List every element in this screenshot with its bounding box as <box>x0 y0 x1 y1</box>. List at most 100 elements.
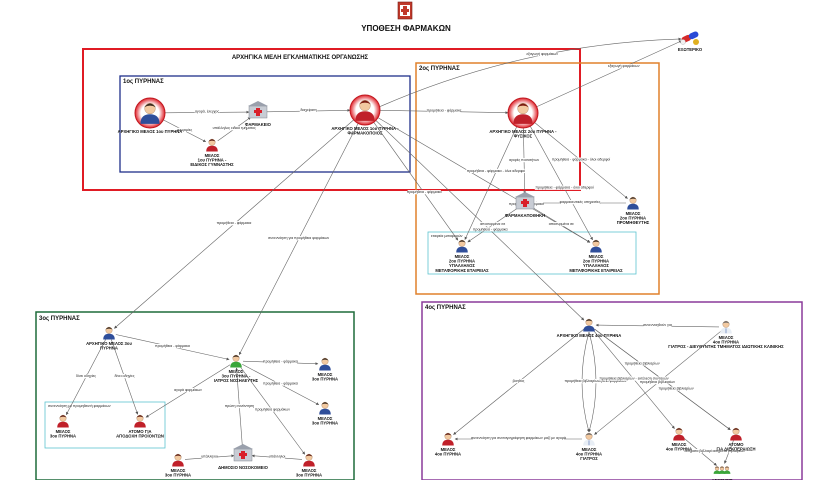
node-label: ΕΞΩΤΕΡΙΚΟ <box>678 47 703 52</box>
node-label: ΑΡΧΗΓΙΚΟ ΜΕΛΟΣ 1ου ΠΥΡΗΝΑ - <box>331 126 399 131</box>
edge-label-bg <box>551 157 611 162</box>
edge-label-e_c4_dr2b: προμήθεια βιβλιαρίων <box>564 379 599 383</box>
node-leader1[interactable]: ΑΡΧΗΓΙΚΟ ΜΕΛΟΣ 1ου ΠΥΡΗΝΑ <box>118 97 183 134</box>
person-female-icon <box>206 138 218 152</box>
patients-group-icon <box>713 466 731 474</box>
node-pharmacy[interactable]: ΦΑΡΜΑΚΕΙΟ <box>245 101 272 127</box>
edge-label-bg <box>256 407 289 412</box>
edge-label-bg <box>299 108 318 113</box>
edge-label-bg <box>473 436 564 441</box>
edge-label-bg <box>427 108 461 113</box>
edge-label-bg <box>534 185 595 190</box>
node-label: ΜΕΛΟΣ <box>441 447 456 452</box>
edge-leader2-c4_leader <box>375 120 585 321</box>
edge-label-e_green_m1: προμήθεια - φάρμακα <box>263 360 298 364</box>
node-label: ΑΤΟΜΟ <box>728 442 744 447</box>
edge-label-bg <box>212 126 257 131</box>
edge-label-bg <box>510 157 539 163</box>
edge-leader3-c2_emp2 <box>529 126 593 241</box>
edge-label-e_c4_f1: βοηθός <box>513 379 525 383</box>
node-leader3[interactable]: ΑΡΧΗΓΙΚΟ ΜΕΛΟΣ 2ου ΠΥΡΗΝΑ -ΦΥΣΙΚΟΣ <box>489 97 557 139</box>
edge-label-bg <box>176 127 193 133</box>
node-label: ΜΕΛΟΣ <box>672 442 687 447</box>
node-patients[interactable]: ΑΣΘΕΝΕΙΣ <box>711 466 733 480</box>
person-male-icon <box>456 239 468 253</box>
node-label: 4ου ΠΥΡΗΝΑ <box>435 452 461 457</box>
edge-label-bg <box>712 449 746 454</box>
edge-label-bg <box>643 323 672 328</box>
edge-label-e_l3_supp: προμήθεια - φάρμακα - όλοι αδερφοί <box>552 158 610 162</box>
node-label: ΔΗΜΟΣΙΟ ΝΟΣΟΚΟΜΕΙΟ <box>218 465 268 470</box>
node-label: 3ου ΠΥΡΗΝΑ <box>165 473 191 478</box>
node-label: ΓΙΑ ΔΙΕΚΠΕΡΑΙΩΣΗ <box>716 447 755 452</box>
edge-label-e_l2_emp1: προμήθεια - φάρμακα <box>407 190 442 194</box>
edge-label-e_c4_f2: προμήθεια βιβλιαρίων - εκτέλεση συνταγών <box>599 377 668 381</box>
person-male-icon <box>590 239 602 253</box>
edge-label-e_pharm_l2: διαχείριση <box>300 108 316 112</box>
node-label: 3ου ΠΥΡΗΝΑ <box>296 473 322 478</box>
node-c4_leader[interactable]: ΑΡΧΗΓΙΚΟ ΜΕΛΟΣ 4ου ΠΥΡΗΝΑ <box>557 318 622 338</box>
node-label: ΜΕΛΟΣ <box>455 254 470 259</box>
node-label: ΑΠΟΔΟΧΗ ΠΡΟΪΟΝΤΩΝ <box>116 434 164 439</box>
edge-label-e_l1_c1m: γνωριμίες <box>177 128 193 132</box>
node-label: ΦΑΡΜΑΚΟΠΟΙΟΣ <box>348 131 383 136</box>
edge-leader3-c2_emp1 <box>464 126 518 240</box>
doctor-icon <box>583 432 595 446</box>
node-label: ΑΤΟΜΟ ΓΙΑ <box>128 429 151 434</box>
cell3-group-box <box>35 311 355 480</box>
node-label: ΜΕΛΟΣ <box>56 429 71 434</box>
edge-label-bg <box>599 376 669 381</box>
node-leader2[interactable]: ΑΡΧΗΓΙΚΟ ΜΕΛΟΣ 1ου ΠΥΡΗΝΑ -ΦΑΡΜΑΚΟΠΟΙΟΣ <box>331 94 399 136</box>
edge-label-bg <box>473 227 507 232</box>
edge-label-bg <box>466 168 526 174</box>
edge-label-bg <box>263 381 298 386</box>
edge-label-e_green_f3: αγορά φαρμάκων <box>174 388 202 392</box>
node-label: ΜΕΛΟΣ <box>205 153 220 158</box>
edge-label-bg <box>658 386 694 391</box>
edge-label-bg <box>528 51 557 57</box>
node-label: ΦΑΡΜΑΚΑΠΟΘΗΚΗ <box>505 213 545 218</box>
edge-label-e_c3_f1: δίνει οδηγίες <box>76 374 96 378</box>
person-nurse-icon <box>230 354 242 368</box>
edge-label-e_abroad_in: εξαγωγή φαρμάκων <box>526 52 558 56</box>
node-warehouse[interactable]: ΦΑΡΜΑΚΑΠΟΘΗΚΗ <box>505 192 545 218</box>
node-label: ΜΕΛΟΣ <box>229 369 244 374</box>
node-abroad[interactable]: ΕΞΩΤΕΡΙΚΟ <box>678 30 703 52</box>
edge-label-e_hosp_green: πρώτη συνάντηση <box>225 404 254 408</box>
edge-label-e_wh_emp1: αποσυρμένα σε <box>480 222 505 226</box>
edge-label-bg <box>74 374 98 379</box>
cell1-group-box <box>119 75 411 173</box>
edge-label-e_l2_c3: προμήθεια - φάρμακα <box>217 221 252 225</box>
node-label: 4ου ΠΥΡΗΝΑ <box>666 447 692 452</box>
edge-label-bg <box>513 379 524 384</box>
edge-label-bg <box>269 236 328 241</box>
edge-label-bg <box>624 361 660 366</box>
building-icon <box>233 444 253 462</box>
node-label: ΜΕΛΟΣ <box>171 468 186 473</box>
cell3-sub-box-title: συνεννόηση με προμηθευτή φαρμάκων <box>48 404 111 408</box>
leader-female-icon <box>349 94 381 126</box>
edge-leader2-abroad <box>379 37 682 107</box>
node-hospital[interactable]: ΔΗΜΟΣΙΟ ΝΟΣΟΚΟΜΕΙΟ <box>218 444 269 470</box>
edge-label-e_wh_emp2: αποσυρμένα σε <box>549 222 574 226</box>
cell4-group-box <box>421 301 803 480</box>
node-label: 3ου ΠΥΡΗΝΑ <box>312 421 338 426</box>
edge-label-e_l2_green: συνεννόηση για προμήθεια φαρμάκων <box>268 236 329 240</box>
